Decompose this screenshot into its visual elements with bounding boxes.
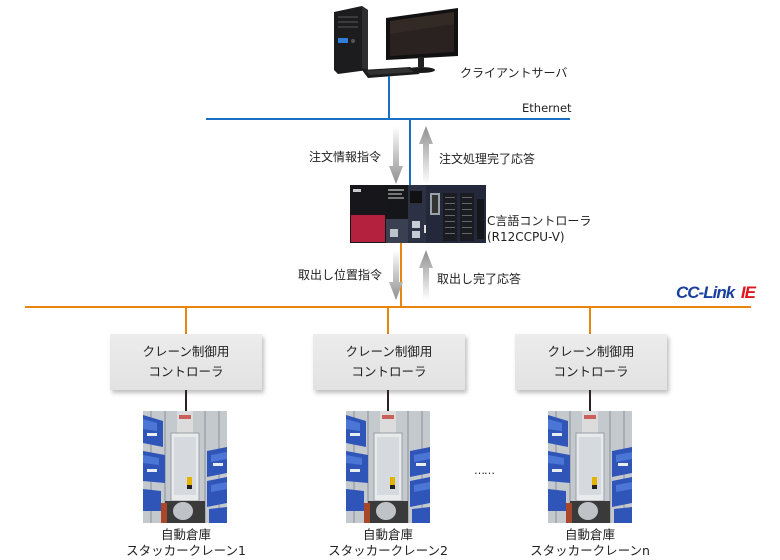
crane-caption-2: 自動倉庫 スタッカークレーン2 [288, 527, 488, 559]
stacker-crane-photo-2 [346, 411, 430, 527]
order-command-down-arrow [389, 126, 403, 184]
station-n-drop-line [589, 307, 591, 335]
plc-cclink-line [400, 243, 402, 307]
station-2-crane-line [387, 390, 389, 412]
crane-caption-n-line2: スタッカークレーンn [530, 543, 650, 558]
crane-caption-1-line1: 自動倉庫 [160, 527, 211, 542]
crane-controller-box-1: クレーン制御用 コントローラ [110, 334, 262, 390]
more-stations-ellipsis: …… [474, 464, 495, 477]
stacker-crane-icon [346, 411, 430, 523]
order-complete-up-arrow [419, 126, 433, 184]
crane-caption-n-line1: 自動倉庫 [564, 527, 615, 542]
plc-model: (R12CCPU-V) [487, 230, 565, 244]
crane-caption-2-line1: 自動倉庫 [362, 527, 413, 542]
crane-controller-n-line2: コントローラ [553, 364, 629, 379]
station-n-crane-line [589, 390, 591, 412]
crane-controller-n-line1: クレーン制御用 [547, 344, 635, 359]
pick-complete-label: 取出し完了応答 [437, 272, 522, 286]
cclink-logo-ie: IE [740, 283, 756, 302]
crane-controller-box-2: クレーン制御用 コントローラ [313, 334, 465, 390]
plc-name: C言語コントローラ (R12CCPU-V) [487, 213, 591, 245]
order-complete-label: 注文処理完了応答 [439, 152, 536, 166]
pick-position-command-label: 取出し位置指令 [298, 268, 383, 282]
stacker-crane-photo-n [548, 411, 632, 527]
desktop-computer-icon [334, 6, 458, 78]
station-1-crane-line [185, 390, 187, 412]
crane-caption-1: 自動倉庫 スタッカークレーン1 [86, 527, 286, 559]
stacker-crane-icon [143, 411, 227, 523]
order-command-label: 注文情報指令 [309, 150, 382, 164]
plc-controller-icon [350, 185, 486, 243]
stacker-crane-icon [548, 411, 632, 523]
plc-name-line1: C言語コントローラ [487, 214, 592, 228]
client-server-label: クライアントサーバ [460, 66, 568, 80]
stacker-crane-photo-1 [143, 411, 227, 527]
station-2-drop-line [387, 307, 389, 335]
ethernet-label: Ethernet [522, 101, 572, 115]
cclink-ie-logo: CC-Link IE [676, 283, 756, 303]
crane-caption-2-line2: スタッカークレーン2 [328, 543, 448, 558]
cclink-logo-text: CC-Link [676, 283, 735, 302]
plc-ethernet-line [409, 119, 411, 187]
crane-caption-1-line2: スタッカークレーン1 [126, 543, 246, 558]
pick-position-command-down-arrow [389, 250, 403, 300]
crane-controller-2-line1: クレーン制御用 [345, 344, 433, 359]
crane-controller-1-line2: コントローラ [148, 364, 224, 379]
ethernet-bus-line [206, 118, 570, 120]
crane-controller-1-line1: クレーン制御用 [142, 344, 230, 359]
station-1-drop-line [185, 307, 187, 335]
crane-caption-n: 自動倉庫 スタッカークレーンn [490, 527, 690, 559]
client-server-computer [328, 4, 458, 82]
client-ethernet-drop-line [388, 76, 390, 119]
crane-controller-2-line2: コントローラ [351, 364, 427, 379]
plc-controller [350, 185, 486, 243]
pick-complete-up-arrow [419, 250, 433, 300]
crane-controller-box-n: クレーン制御用 コントローラ [515, 334, 667, 390]
